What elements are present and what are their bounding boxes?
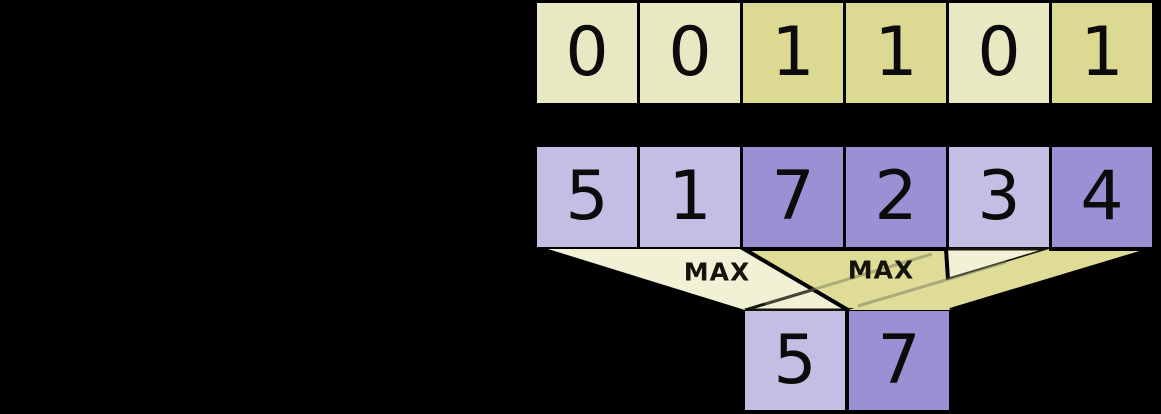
value-cell: 4 (1052, 147, 1152, 247)
max-operation-right-label: MAX (847, 255, 915, 285)
value-cell: 1 (640, 147, 740, 247)
mask-cell: 0 (640, 3, 740, 103)
value-cell: 3 (949, 147, 1049, 247)
mask-cell: 1 (743, 3, 843, 103)
result-row: 5 7 (745, 311, 949, 410)
mask-cell: 1 (846, 3, 946, 103)
value-cell: 5 (537, 147, 637, 247)
result-cell: 5 (745, 311, 845, 410)
max-operation-left-label: MAX (683, 257, 751, 287)
mask-row: 0 0 1 1 0 1 (537, 3, 1152, 103)
values-row: 5 1 7 2 3 4 (537, 147, 1152, 247)
result-cell: 7 (849, 311, 949, 410)
value-cell: 2 (846, 147, 946, 247)
mask-cell: 1 (1052, 3, 1152, 103)
mask-cell: 0 (949, 3, 1049, 103)
value-cell: 7 (743, 147, 843, 247)
mask-cell: 0 (537, 3, 637, 103)
dark-funnel-right-lobe-outline (949, 247, 1154, 312)
